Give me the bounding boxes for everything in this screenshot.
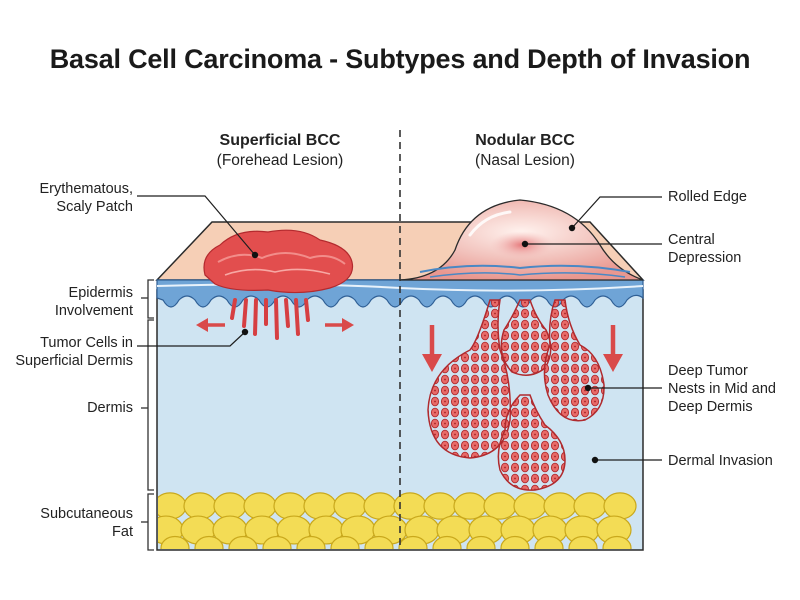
lateral-spread-arrows	[196, 318, 354, 332]
downward-invasion-arrows	[422, 325, 623, 372]
fat-globule	[534, 535, 564, 549]
fat-globule	[500, 535, 530, 549]
label-fat-line1: Subcutaneous	[40, 506, 133, 522]
fat-globule	[183, 492, 217, 520]
fat-globule	[483, 492, 517, 520]
superficial-heading: Superficial BCC (Forehead Lesion)	[195, 132, 365, 170]
label-dermis: Dermis	[87, 400, 133, 416]
label-deep-nests: Deep Tumor Nests in Mid and Deep Dermis	[668, 362, 776, 416]
label-deep-nests-line1: Deep Tumor	[668, 363, 748, 379]
superficial-name: Superficial BCC	[219, 132, 341, 149]
fat-globule	[333, 492, 367, 520]
fat-globule	[160, 535, 190, 549]
nodular-heading: Nodular BCC (Nasal Lesion)	[440, 132, 610, 170]
label-deep-nests-line3: Deep Dermis	[668, 399, 753, 415]
fat-globule	[296, 535, 326, 549]
fat-globule	[513, 492, 547, 520]
label-central-line2: Depression	[668, 250, 742, 266]
leader-lines	[137, 195, 662, 461]
label-rolled-edge: Rolled Edge	[668, 189, 747, 205]
fat-globule	[243, 492, 277, 520]
label-dermal-invasion: Dermal Invasion	[668, 453, 773, 469]
label-epidermis-line2: Involvement	[54, 303, 133, 319]
fat-globule	[330, 535, 360, 549]
fat-globule	[573, 492, 607, 520]
layer-brackets	[141, 279, 154, 551]
diagram-title: Basal Cell Carcinoma - Subtypes and Dept…	[49, 44, 751, 74]
fat-globule	[423, 492, 457, 520]
label-epidermis-line1: Epidermis	[68, 285, 133, 301]
label-scaly-patch-line2: Scaly Patch	[56, 199, 133, 215]
fat-globule	[603, 492, 637, 520]
fat-globule	[543, 492, 577, 520]
subcutaneous-fat	[158, 492, 637, 549]
fat-globule	[273, 492, 307, 520]
fat-globule	[393, 492, 427, 520]
nodular-site: (Nasal Lesion)	[475, 152, 575, 169]
superficial-site: (Forehead Lesion)	[216, 152, 344, 169]
fat-globule	[158, 492, 187, 520]
superficial-tumor-strands	[230, 298, 310, 340]
label-epidermis: Epidermis Involvement	[0, 284, 133, 320]
label-scaly-patch: Erythematous, Scaly Patch	[0, 180, 134, 216]
fat-globule	[303, 492, 337, 520]
nodular-name: Nodular BCC	[475, 132, 575, 149]
label-fat: Subcutaneous Fat	[0, 505, 133, 541]
fat-globule	[363, 492, 397, 520]
fat-globule	[432, 535, 462, 549]
fat-globule	[466, 535, 496, 549]
fat-globule	[364, 535, 394, 549]
label-tumor-cells: Tumor Cells in Superficial Dermis	[0, 334, 133, 370]
label-deep-nests-line2: Nests in Mid and	[668, 381, 776, 397]
label-central-line1: Central	[668, 232, 715, 248]
leader-dots	[241, 224, 599, 464]
fat-globule	[194, 535, 224, 549]
label-fat-line2: Fat	[112, 524, 133, 540]
label-tumor-cells-line1: Tumor Cells in	[40, 335, 133, 351]
fat-globule	[568, 535, 598, 549]
label-tumor-cells-line2: Superficial Dermis	[15, 353, 133, 369]
scaly-patch	[203, 229, 354, 294]
fat-globule	[398, 535, 428, 549]
fat-globule	[602, 535, 632, 549]
label-scaly-patch-line1: Erythematous,	[39, 181, 134, 197]
fat-globule	[453, 492, 487, 520]
fat-globule	[262, 535, 292, 549]
label-central-depression: Central Depression	[668, 231, 741, 267]
fat-globule	[213, 492, 247, 520]
fat-globule	[228, 535, 258, 549]
